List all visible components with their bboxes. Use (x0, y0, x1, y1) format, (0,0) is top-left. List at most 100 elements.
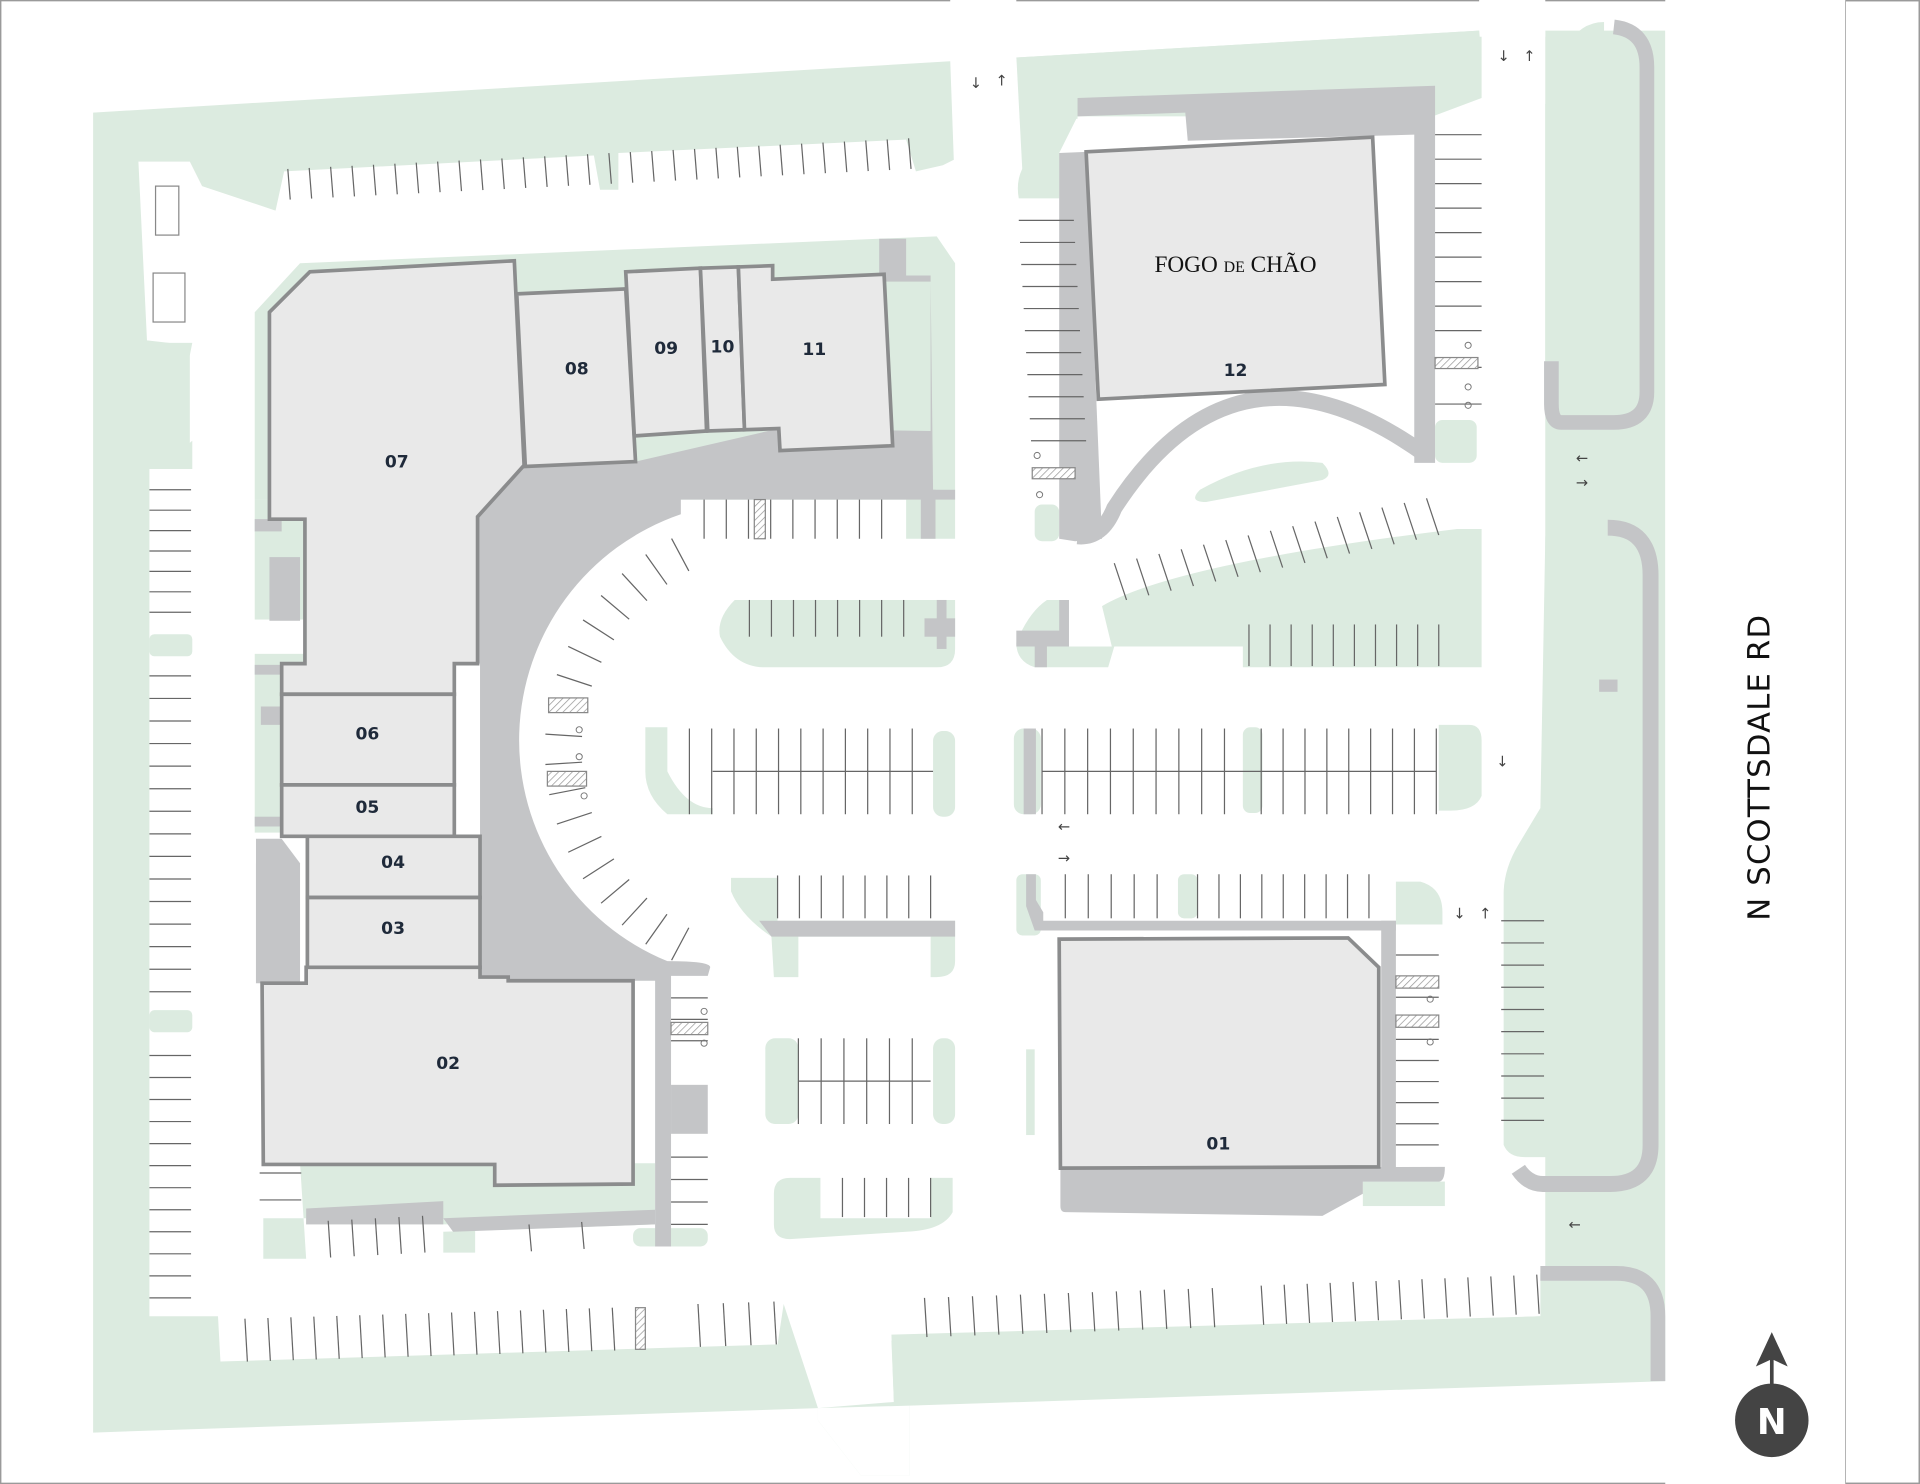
parking-stall-line (1467, 1277, 1471, 1317)
parking-stall-line (581, 1221, 585, 1249)
parking-stall-line (907, 138, 912, 170)
unit-label-03: 03 (381, 919, 405, 939)
parking-stall-line (1421, 1279, 1425, 1319)
parking-stall-line (1398, 1280, 1403, 1320)
unit-label-06: 06 (355, 725, 379, 745)
traffic-arrow-up-icon: ↑ (995, 73, 1007, 90)
accessible-parking-stall (670, 1021, 709, 1036)
parking-stall-line (693, 148, 698, 180)
parking-stall-line (415, 162, 420, 194)
kiosk-structure (152, 272, 186, 323)
parking-stall-line (697, 1303, 702, 1347)
parking-stall-line (1375, 1281, 1380, 1321)
unit-label-02: 02 (436, 1054, 460, 1074)
parking-stall-line (1536, 1274, 1540, 1314)
accessible-parking-stall (1434, 356, 1479, 370)
parking-stall-line (267, 1317, 271, 1361)
parking-stall-line (549, 787, 586, 796)
parking-stall-line (556, 674, 592, 687)
parking-stall-line (519, 1310, 524, 1354)
parking-stall-line (382, 1314, 386, 1358)
buildings (260, 135, 1387, 1188)
parking-stall-line (1260, 1285, 1265, 1325)
parking-stall-line (544, 156, 548, 187)
right-panel-frame (1844, 0, 1920, 1484)
accessible-symbol-icon (1464, 383, 1472, 391)
parking-stalls (149, 134, 1545, 1362)
parking-stall-line (522, 157, 527, 189)
accessible-symbol-icon (575, 726, 583, 734)
drive-lanes (254, 19, 1666, 1382)
parking-stall-line (843, 141, 848, 173)
parking-stall-line (244, 1318, 248, 1362)
accessible-symbol-icon (1036, 491, 1044, 499)
traffic-arrows: ↓↑↓↑←→↓←→↓↑← (970, 48, 1588, 1233)
parking-stall-line (1067, 1292, 1072, 1333)
parking-stall-line (372, 164, 377, 196)
traffic-arrow-left-icon: ← (1569, 1216, 1581, 1233)
parking-stall-line (822, 142, 827, 174)
parking-stall-line (336, 1315, 340, 1359)
parking-stall-line (600, 879, 630, 904)
parking-stall-line (1139, 1290, 1144, 1330)
parking-stall-line (1043, 1293, 1048, 1334)
parking-stall-line (1352, 1281, 1357, 1322)
parking-stall-line (542, 1309, 547, 1353)
parking-stall-line (586, 154, 591, 185)
parking-stall-line (437, 161, 441, 193)
parking-stall-line (567, 835, 602, 853)
parking-stall-line (308, 167, 313, 199)
accessible-symbol-icon (700, 1039, 708, 1047)
accessible-stalls (546, 341, 1479, 1350)
parking-stall-line (645, 554, 668, 585)
north-arrow-icon: N (1735, 1332, 1809, 1458)
parking-stall-line (359, 1315, 363, 1359)
parking-stall-line (1202, 544, 1217, 582)
unit-08[interactable] (514, 287, 638, 469)
parking-stall-line (374, 1218, 379, 1256)
parking-stall-line (671, 538, 690, 572)
unit-label-08: 08 (565, 360, 589, 380)
accessible-parking-stall (753, 498, 766, 540)
parking-stall-line (995, 1295, 1000, 1335)
parking-stall-line (565, 1309, 570, 1352)
unit-label-04: 04 (381, 853, 405, 873)
parking-stall-line (351, 1219, 355, 1257)
unit-label-07: 07 (385, 453, 409, 473)
parking-stall-line (1329, 1282, 1334, 1323)
parking-stall-line (621, 897, 648, 926)
parking-stall-line (671, 927, 690, 961)
parking-stall-line (1381, 507, 1395, 545)
traffic-arrow-up-icon: ↑ (1479, 905, 1491, 922)
parking-stall-line (545, 733, 583, 738)
accessible-symbol-icon (1464, 401, 1472, 409)
parking-stall-line (329, 166, 334, 198)
parking-stall-line (651, 150, 655, 182)
parking-stall-line (1187, 1288, 1192, 1329)
parking-stall-line (479, 159, 484, 191)
parking-stall-line (556, 811, 592, 825)
unit-label-09: 09 (654, 339, 678, 359)
unit-12[interactable] (1084, 135, 1387, 402)
unit-01[interactable] (1057, 936, 1381, 1170)
parking-stall-line (1425, 498, 1440, 536)
unit-11[interactable] (736, 263, 895, 453)
accessible-symbol-icon (700, 1007, 708, 1015)
parking-stall-line (1211, 1288, 1216, 1328)
unit-02[interactable] (260, 965, 635, 1188)
accessible-parking-stall (1031, 467, 1076, 480)
parking-stall-line (715, 147, 719, 179)
accessible-symbol-icon (1033, 451, 1041, 460)
parking-stall-line (1336, 516, 1351, 554)
parking-stall-line (1180, 549, 1195, 587)
parking-stall-line (450, 1312, 455, 1356)
accessible-parking-stall (1395, 1014, 1440, 1028)
traffic-arrow-right-icon: → (1576, 474, 1588, 491)
parking-stall-line (800, 143, 805, 175)
traffic-arrow-down-icon: ↓ (1453, 905, 1465, 922)
parking-stall-line (1269, 530, 1284, 568)
parking-stall-line (1247, 535, 1261, 573)
parking-stall-line (886, 139, 891, 171)
parking-stall-line (1019, 1294, 1024, 1334)
